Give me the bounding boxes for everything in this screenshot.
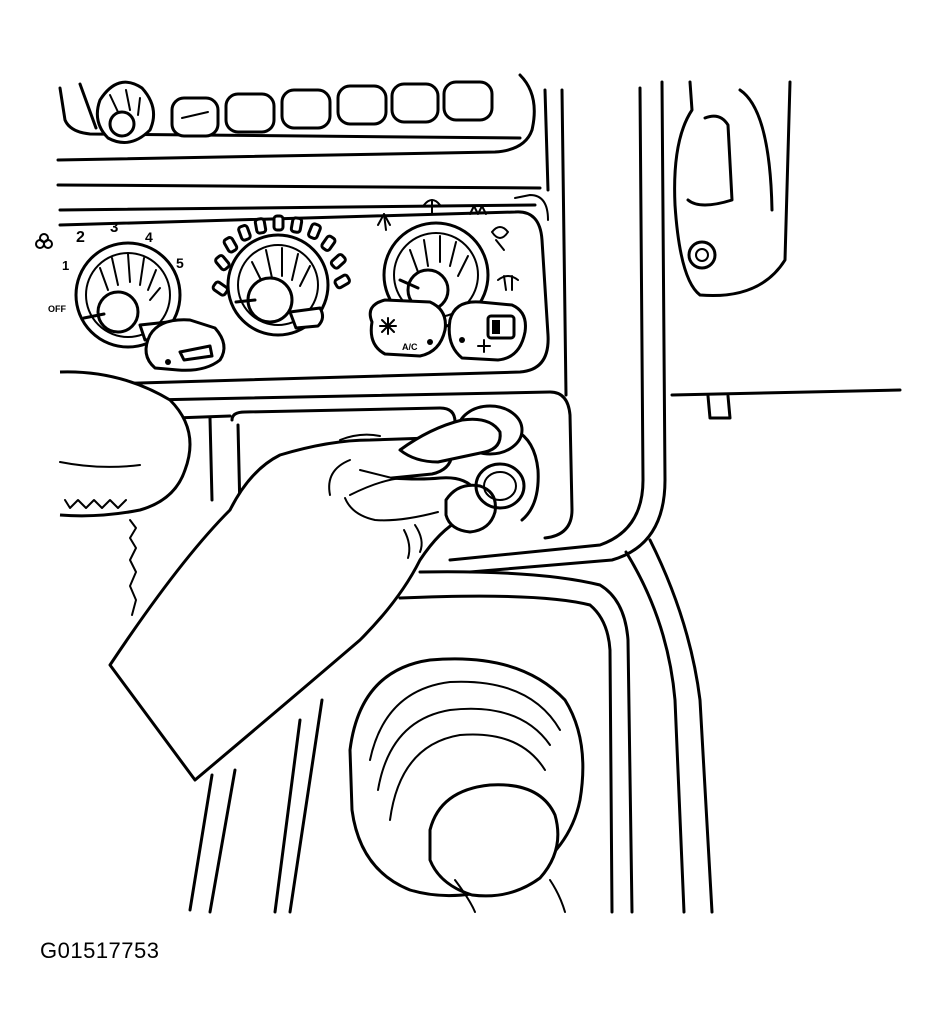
- hand: [59, 370, 526, 782]
- ac-button[interactable]: A/C: [368, 298, 447, 358]
- fan-label-1: 1: [62, 258, 69, 273]
- floor-mode-icon: [469, 205, 487, 215]
- center-console: [188, 538, 714, 914]
- defrost-floor-icon: [423, 199, 441, 215]
- rear-defog-button[interactable]: [144, 318, 226, 372]
- rear-defrost-icon: [497, 275, 519, 291]
- hvac-panel: [58, 194, 550, 387]
- figure-id-label: G01517753: [40, 938, 160, 963]
- fan-icon: [35, 233, 53, 249]
- fan-speed-dial[interactable]: OFF 1 2 3 4 5: [35, 219, 184, 349]
- air-vent: [95, 80, 156, 144]
- fan-label-5: 5: [176, 255, 184, 271]
- fan-label-2: 2: [76, 229, 85, 246]
- upper-dash-panel: [56, 73, 568, 397]
- gear-shift-knob: [348, 657, 585, 913]
- defrost-icon: [491, 226, 509, 251]
- recirculation-button[interactable]: [447, 300, 527, 362]
- vent-mode-icon: [377, 213, 391, 231]
- fan-label-4: 4: [145, 229, 153, 245]
- ac-button-label: A/C: [402, 342, 418, 352]
- door-trim: [448, 80, 902, 574]
- fan-label-3: 3: [110, 219, 118, 236]
- temperature-dial[interactable]: [211, 214, 351, 337]
- fan-label-off: OFF: [48, 304, 66, 314]
- storage-cubby: [148, 390, 574, 540]
- radio-preset-buttons: [170, 80, 494, 138]
- snowflake-icon: [379, 317, 397, 335]
- temperature-scale-ticks: [211, 214, 351, 297]
